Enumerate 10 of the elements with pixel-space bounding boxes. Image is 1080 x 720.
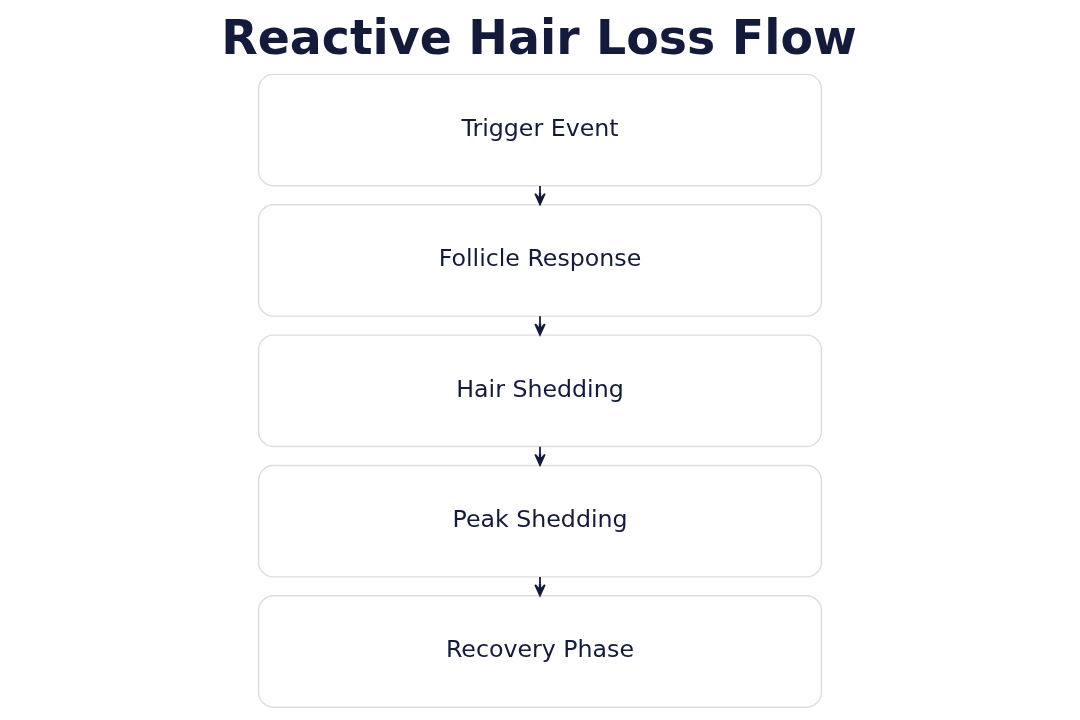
- diagram-title: Reactive Hair Loss Flow: [221, 10, 857, 66]
- node-box: Trigger Event: [257, 73, 823, 187]
- arrow: [534, 576, 546, 597]
- node-box: Peak Shedding: [257, 464, 823, 578]
- node-box: Recovery Phase: [257, 595, 823, 708]
- node-box: Hair Shedding: [257, 334, 823, 448]
- arrow: [534, 315, 546, 336]
- arrow: [534, 185, 546, 206]
- arrow: [534, 445, 546, 466]
- node-box: Follicle Response: [257, 204, 823, 317]
